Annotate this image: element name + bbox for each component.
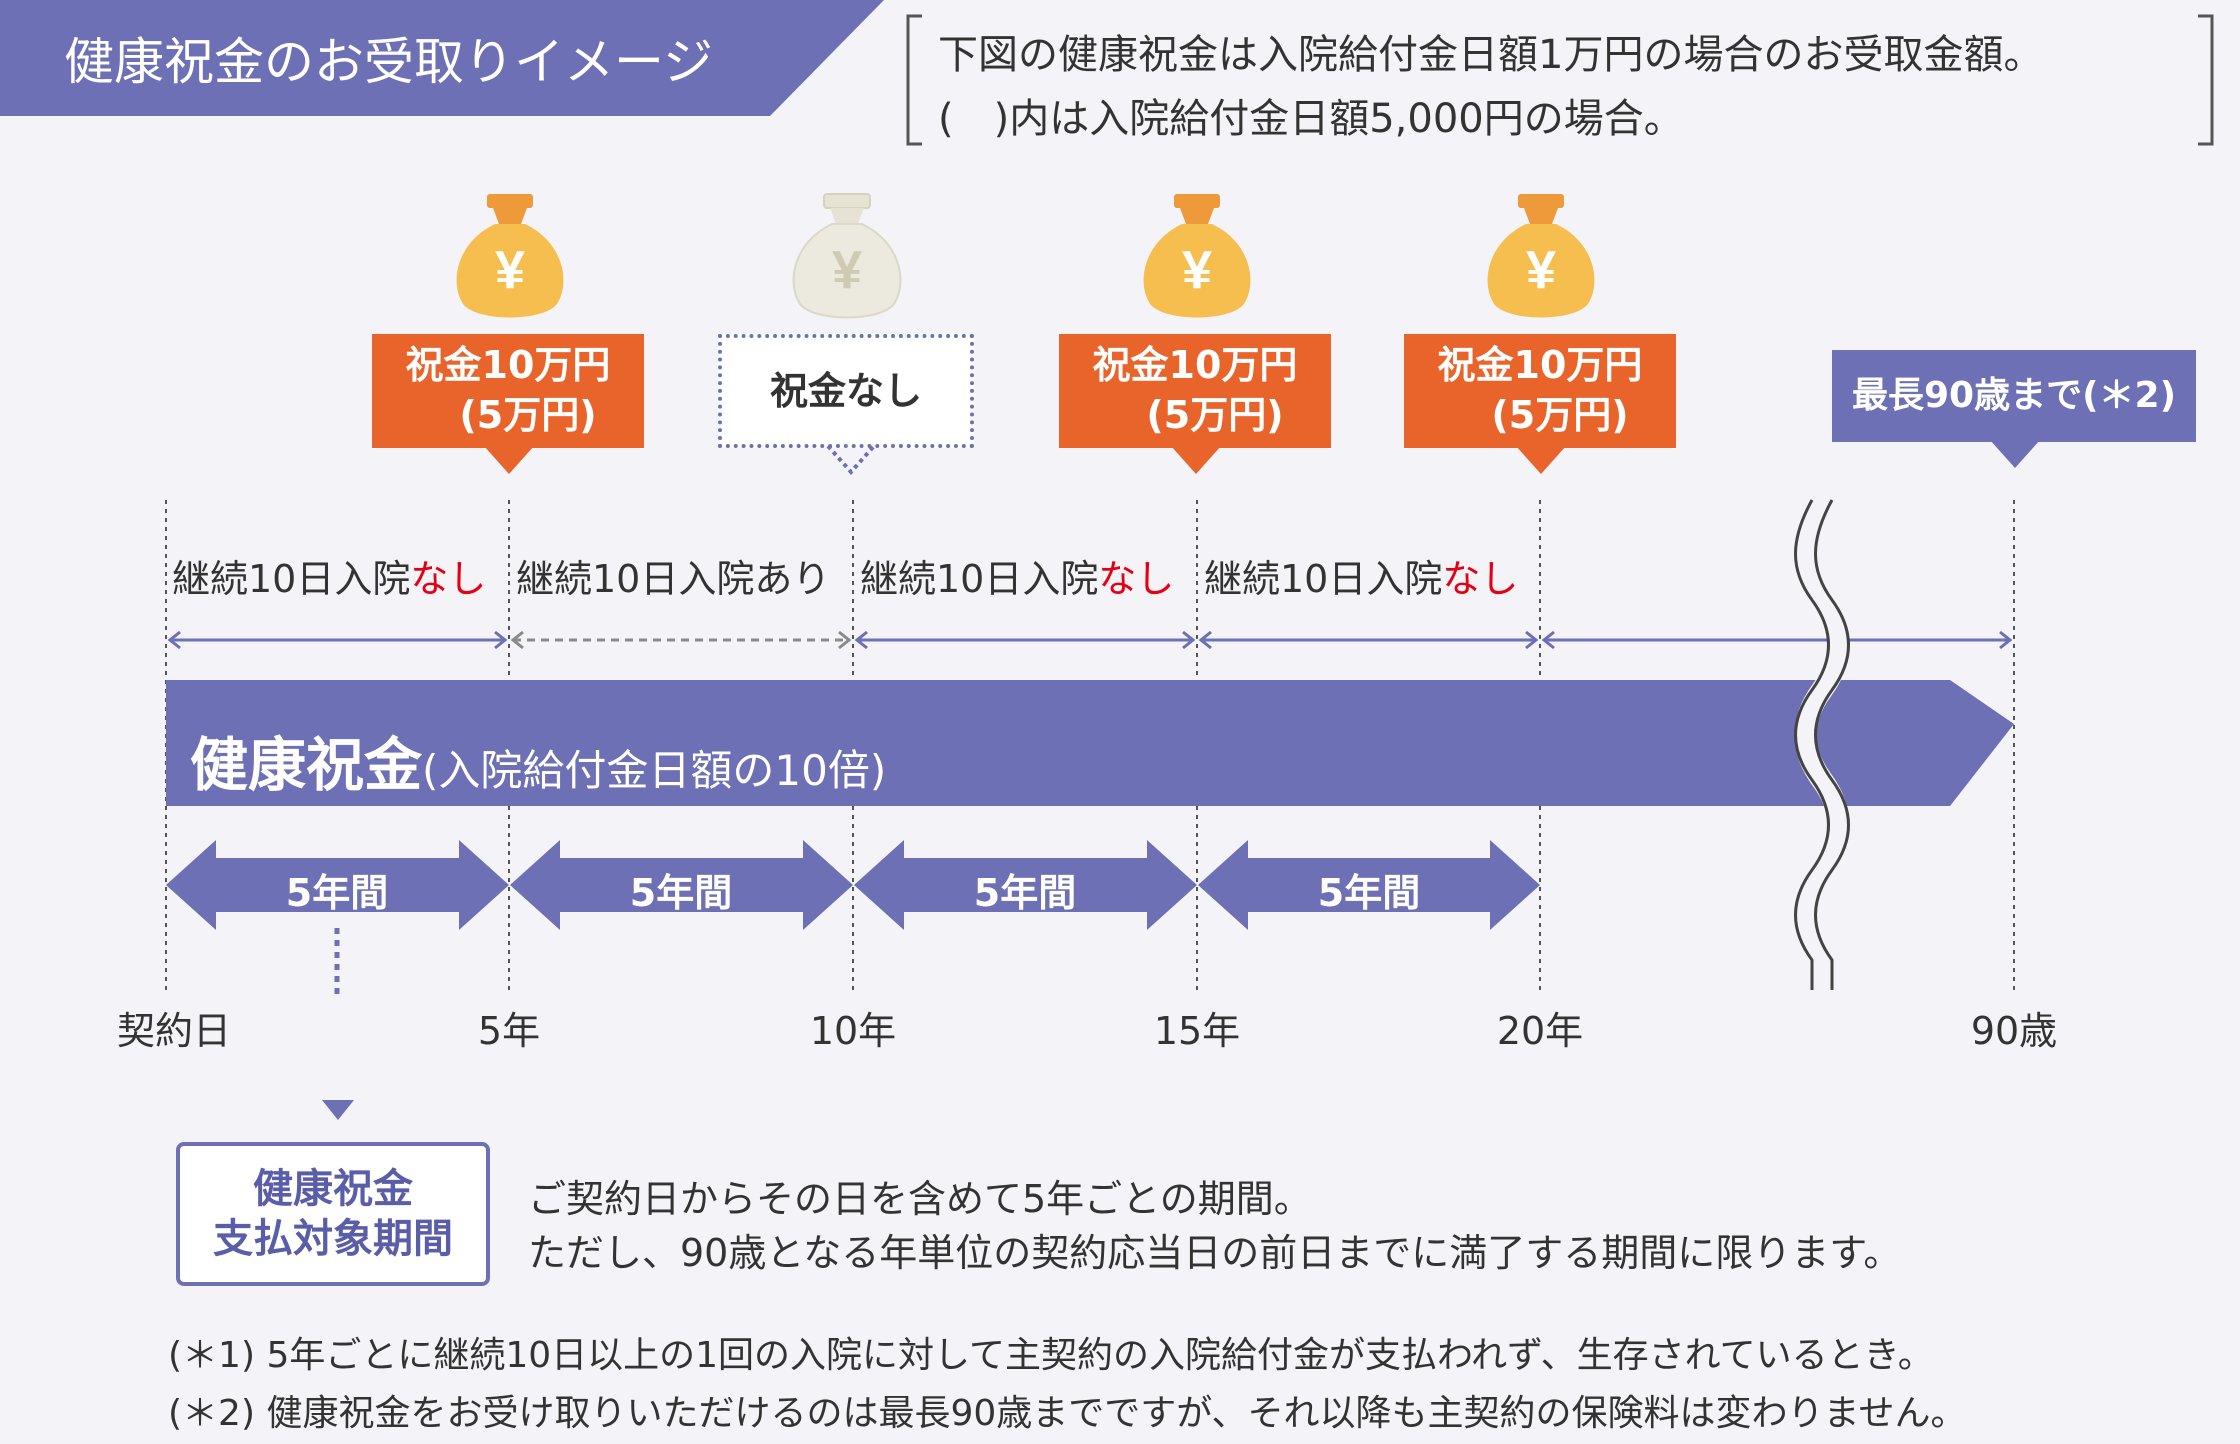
max-age-bubble: 最長90歳まで(＊2) (1832, 350, 2196, 442)
yen-money-bag-icon: ¥ (456, 194, 564, 318)
timeline (165, 494, 2015, 1000)
legend-box: 健康祝金 支払対象期間 (176, 1142, 490, 1286)
legend-text-2: ただし、90歳となる年単位の契約応当日の前日までに満了する期間に限ります。 (528, 1231, 1902, 1275)
svg-text:¥: ¥ (832, 240, 862, 300)
yen-money-bag-icon-faded: ¥ (792, 193, 902, 319)
period-label-1: 5年間 (285, 871, 389, 915)
axis-label-90: 90歳 (1970, 1009, 2058, 1053)
bubble-pointer (1990, 440, 2040, 468)
note-line-2: ( )内は入院給付金日額5,000円の場合。 (938, 96, 1684, 142)
axis-label-start: 契約日 (116, 1009, 232, 1053)
bubble-pointer-dotted (826, 444, 876, 476)
legend-text-1: ご契約日からその日を含めて5年ごとの期間。 (528, 1177, 1312, 1221)
period-label-4: 5年間 (1317, 871, 1421, 915)
svg-text:¥: ¥ (1182, 240, 1212, 300)
bonus-bar-title: 健康祝金(入院給付金日額の10倍) (190, 731, 887, 799)
bubble-pointer (1516, 446, 1566, 474)
bonus-bubble-15y: 祝金10万円(5万円) (1059, 334, 1331, 448)
bonus-bubble-5y: 祝金10万円(5万円) (372, 334, 644, 448)
period-label-2: 5年間 (629, 871, 733, 915)
bonus-bubble-20y: 祝金10万円(5万円) (1404, 334, 1676, 448)
segment-label-1: 継続10日入院なし (172, 557, 487, 601)
axis-label-15y: 15年 (1153, 1009, 1241, 1053)
period-label-3: 5年間 (973, 871, 1077, 915)
axis-label-20y: 20年 (1496, 1009, 1584, 1053)
note-line-1: 下図の健康祝金は入院給付金日額1万円の場合のお受取金額。 (938, 32, 2044, 78)
no-bonus-bubble-10y: 祝金なし (718, 334, 974, 448)
segment-label-2: 継続10日入院あり (516, 557, 831, 601)
yen-money-bag-icon: ¥ (1143, 194, 1251, 318)
page-title: 健康祝金のお受取りイメージ (64, 33, 713, 91)
bubble-pointer (1171, 446, 1221, 474)
bubble-pointer (484, 446, 534, 474)
footnote-1: (＊1) 5年ごとに継続10日以上の1回の入院に対して主契約の入院給付金が支払わ… (168, 1335, 1934, 1376)
axis-label-10y: 10年 (809, 1009, 897, 1053)
axis-label-5y: 5年 (477, 1009, 541, 1053)
segment-label-4: 継続10日入院なし (1204, 557, 1519, 601)
yen-money-bag-icon: ¥ (1487, 194, 1595, 318)
svg-text:¥: ¥ (1526, 240, 1556, 300)
segment-label-3: 継続10日入院なし (860, 557, 1175, 601)
note-brackets (906, 14, 2214, 146)
footnote-2: (＊2) 健康祝金をお受け取りいただけるのは最長90歳までですが、それ以降も主契… (168, 1393, 1967, 1434)
title-band (0, 0, 884, 116)
svg-text:¥: ¥ (495, 240, 525, 300)
legend-pointer-arrow (322, 1100, 354, 1120)
